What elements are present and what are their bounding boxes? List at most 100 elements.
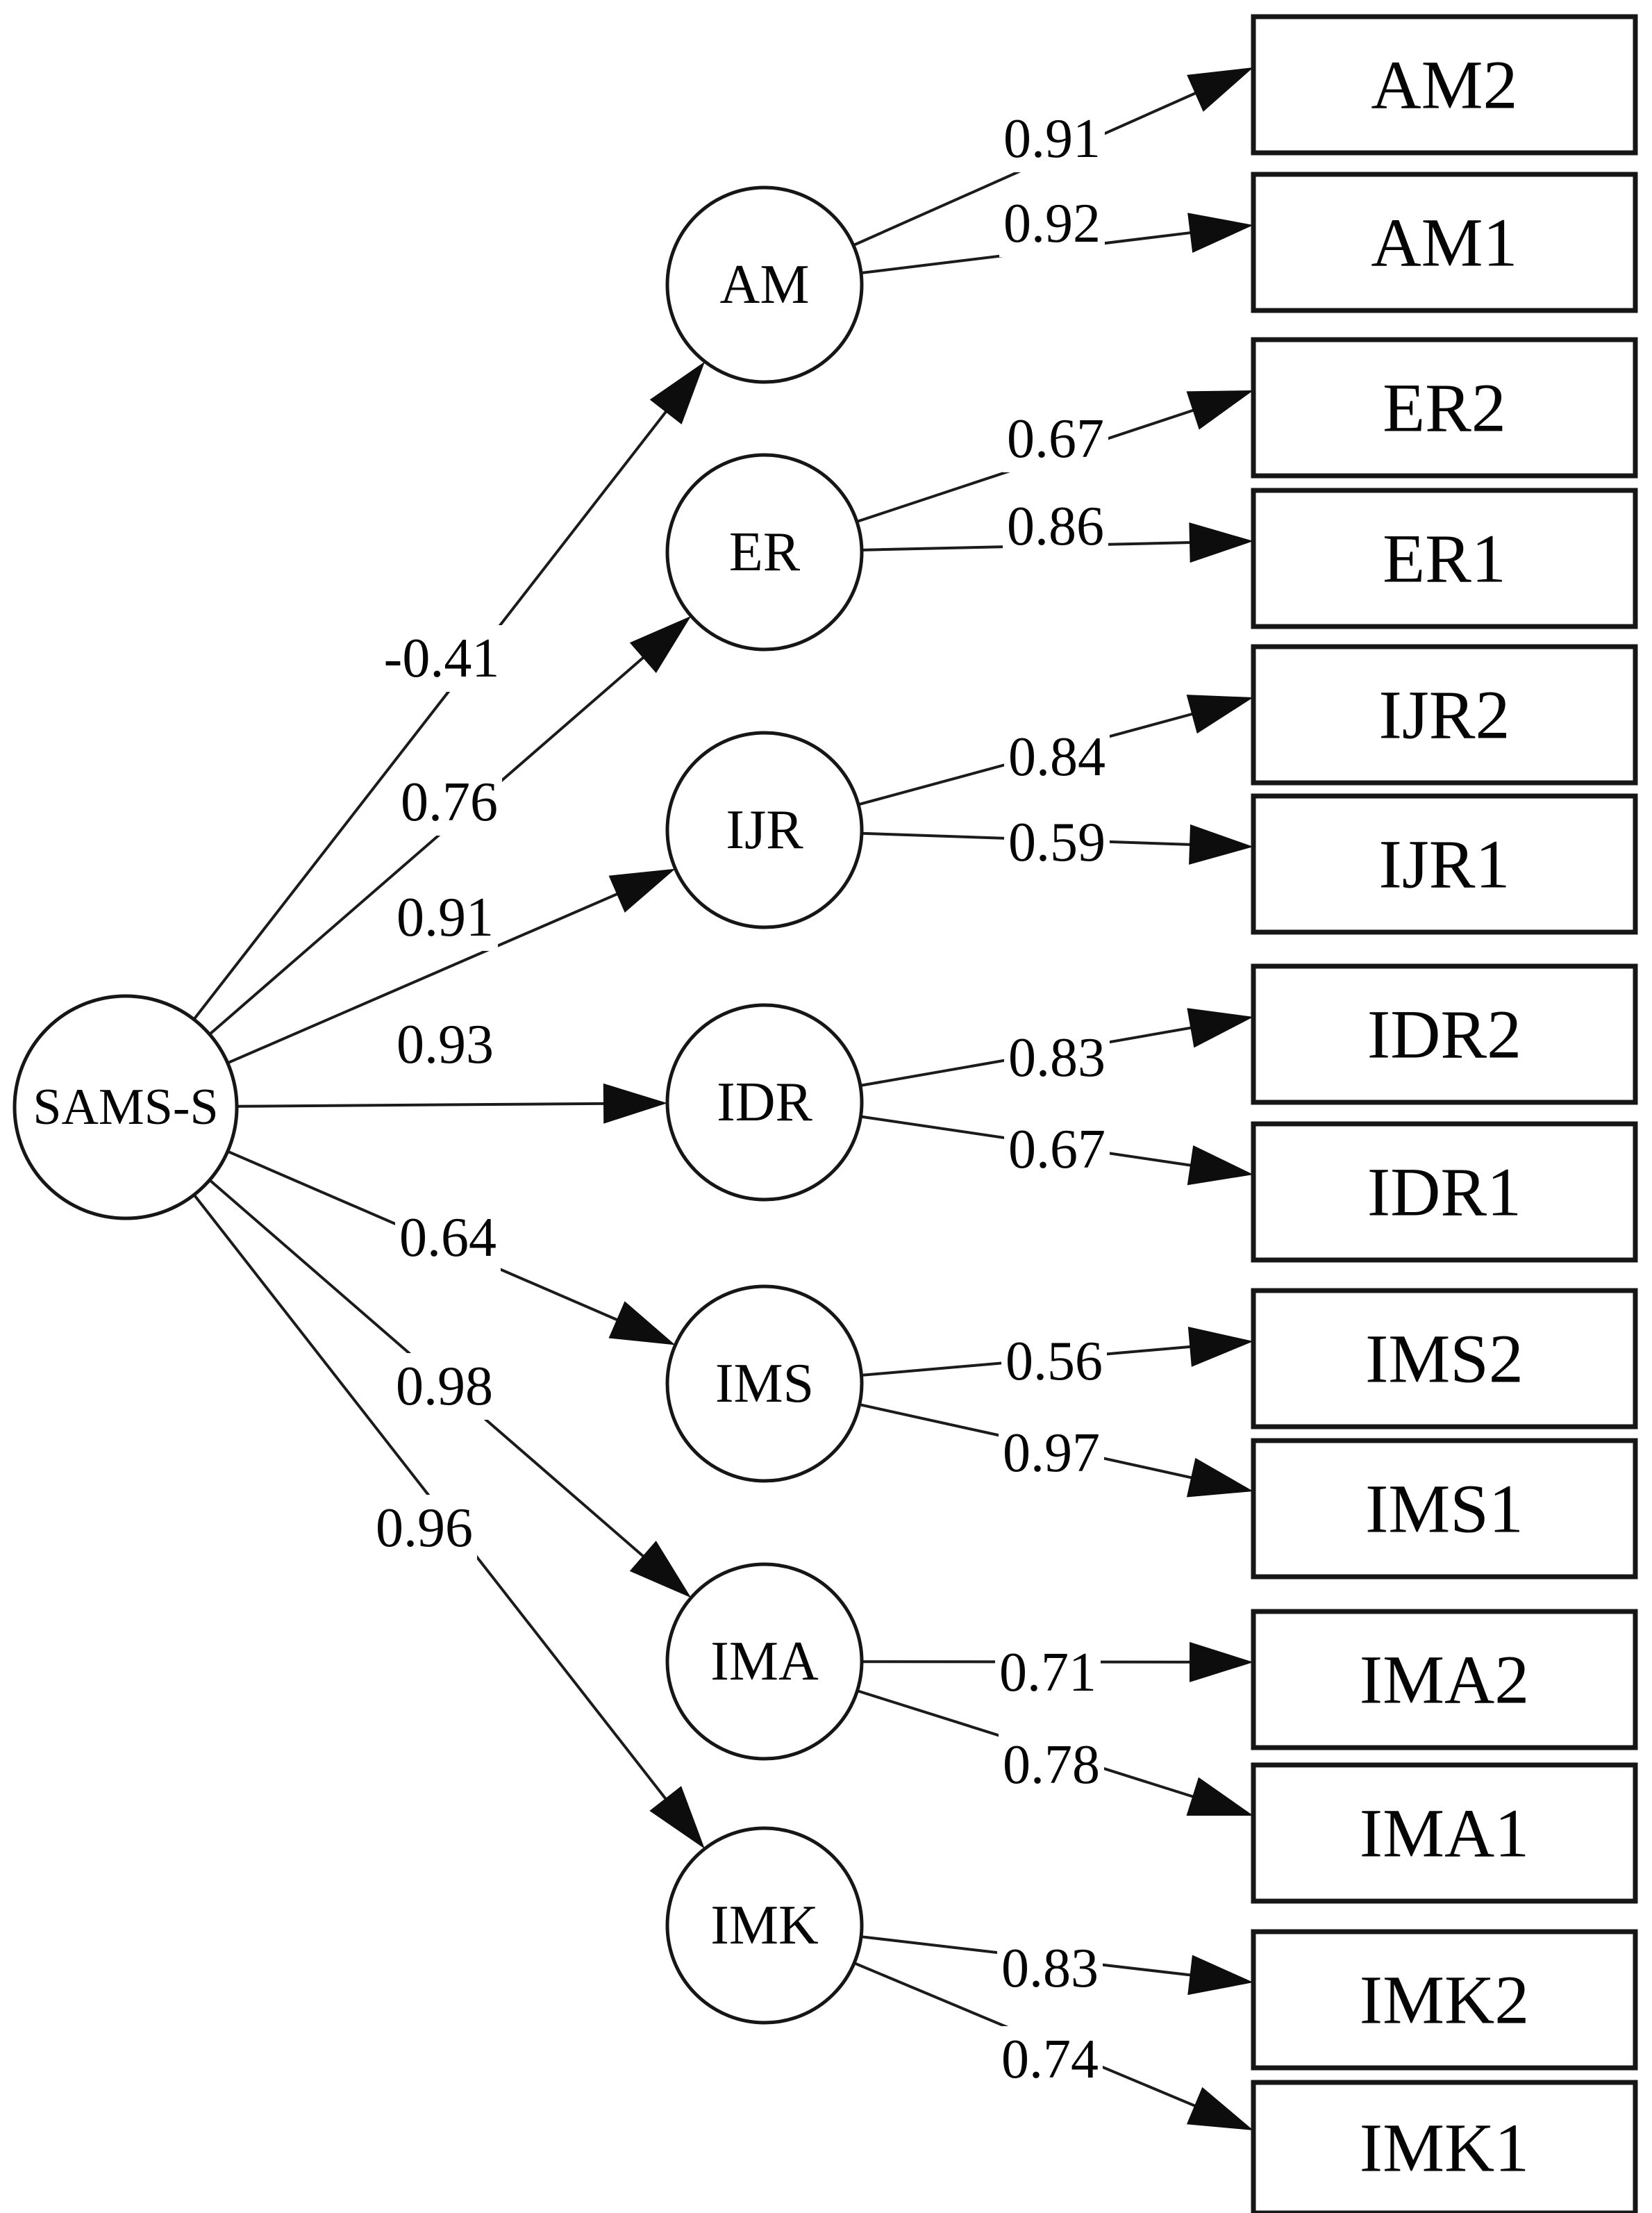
label-backdrop	[1004, 1116, 1110, 1183]
nodes-layer: SAMS-SAMAM2AM1ERER2ER1IJRIJR2IJR1IDRIDR2…	[12, 14, 1638, 2213]
latent-source-label: SAMS-S	[33, 1079, 218, 1136]
label-backdrop	[1001, 1328, 1107, 1395]
indicator-label-er1: ER1	[1383, 520, 1506, 597]
indicator-loading-label-ims1: 0.97	[1003, 1423, 1100, 1484]
indicator-label-idr2: IDR2	[1367, 996, 1521, 1073]
indicator-label-imk2: IMK2	[1360, 1962, 1529, 2039]
indicator-box-imk2	[1251, 1929, 1638, 2071]
indicator-loading-label-am1: 0.92	[1003, 193, 1101, 254]
indicator-box-ima2	[1251, 1609, 1638, 1750]
label-backdrop	[379, 625, 504, 692]
indicator-label-imk1: IMK1	[1360, 2110, 1529, 2187]
path-ims-to-ims2-arrowhead	[1187, 1327, 1253, 1367]
indicator-label-am2: AM2	[1371, 47, 1517, 124]
label-backdrop	[1004, 1025, 1110, 1091]
path-idr-to-idr1-arrowhead	[1187, 1145, 1253, 1186]
indicator-label-er2: ER2	[1383, 370, 1506, 447]
indicator-box-ims1	[1251, 1438, 1638, 1580]
path-ims-to-ims1-arrowhead	[1186, 1457, 1253, 1498]
label-backdrop	[997, 1935, 1103, 2002]
indicator-loading-label-er2: 0.67	[1007, 408, 1104, 470]
indicator-label-ijr2: IJR2	[1379, 677, 1510, 754]
loading-label-sams-s-ims: 0.64	[399, 1207, 497, 1268]
path-ijr-to-ijr2-arrowhead	[1186, 695, 1253, 734]
label-backdrop	[999, 1420, 1104, 1486]
indicator-loading-label-imk2: 0.83	[1001, 1938, 1099, 1999]
label-backdrop	[997, 2026, 1103, 2093]
label-backdrop	[397, 769, 502, 836]
label-backdrop	[1003, 493, 1108, 560]
indicator-loading-label-imk1: 0.74	[1001, 2029, 1099, 2090]
loading-label-sams-s-idr: 0.93	[397, 1014, 494, 1075]
indicator-label-ima2: IMA2	[1360, 1641, 1529, 1718]
indicator-box-ims2	[1251, 1288, 1638, 1429]
factor-label-ijr: IJR	[726, 799, 803, 861]
loading-label-sams-s-am: -0.41	[384, 628, 500, 689]
path-sams-s-to-er-arrowhead	[629, 615, 692, 674]
label-backdrop	[995, 1639, 1101, 1706]
indicator-box-er1	[1251, 488, 1638, 629]
factor-label-ims: IMS	[715, 1353, 814, 1414]
loading-label-sams-s-imk: 0.96	[376, 1498, 473, 1559]
indicator-label-ijr1: IJR1	[1379, 826, 1510, 903]
factor-label-imk: IMK	[710, 1895, 819, 1956]
factor-node-ijr	[665, 731, 864, 929]
label-backdrop	[999, 106, 1105, 172]
path-sams-s-to-am-arrowhead	[649, 361, 706, 424]
label-backdrop	[1004, 809, 1110, 876]
path-sams-s-to-ima-arrowhead	[629, 1541, 692, 1598]
factor-node-ima	[665, 1562, 864, 1761]
indicator-loading-label-ijr2: 0.84	[1008, 727, 1105, 788]
path-ima-to-ima2-arrowhead	[1189, 1641, 1253, 1682]
path-imk-to-imk1-arrowhead	[1186, 2087, 1253, 2130]
label-backdrop	[1004, 724, 1110, 790]
factor-label-ima: IMA	[710, 1631, 819, 1692]
indicator-box-imk1	[1251, 2080, 1638, 2213]
label-backdrop	[999, 190, 1105, 257]
factor-node-ims	[665, 1284, 864, 1483]
indicator-box-ijr1	[1251, 793, 1638, 935]
path-ima-to-ima1-arrowhead	[1186, 1777, 1253, 1816]
indicator-loading-label-am2: 0.91	[1003, 108, 1101, 169]
label-backdrop	[392, 1353, 497, 1420]
indicator-box-am1	[1251, 172, 1638, 313]
indicator-loading-label-ima1: 0.78	[1003, 1734, 1100, 1796]
label-backdrop	[1003, 406, 1108, 472]
indicator-box-er2	[1251, 337, 1638, 479]
indicator-loading-label-er1: 0.86	[1007, 496, 1104, 557]
factor-node-imk	[665, 1826, 864, 2025]
indicator-label-ims2: IMS2	[1365, 1320, 1524, 1398]
factor-node-er	[665, 453, 864, 652]
indicator-loading-label-idr2: 0.83	[1008, 1027, 1105, 1088]
path-sams-s-to-er	[208, 653, 649, 1036]
indicator-box-am2	[1251, 14, 1638, 156]
path-idr-to-idr2-arrowhead	[1187, 1008, 1253, 1048]
loading-label-sams-s-ima: 0.98	[396, 1356, 493, 1417]
factor-node-am	[665, 185, 864, 384]
path-er-to-er1-arrowhead	[1189, 522, 1253, 563]
path-sams-s-to-imk-arrowhead	[649, 1786, 705, 1849]
path-er-to-er2-arrowhead	[1186, 390, 1253, 430]
indicator-loading-label-ima2: 0.71	[999, 1642, 1096, 1703]
indicator-label-am1: AM1	[1371, 204, 1517, 281]
path-sams-s-to-idr	[236, 1102, 610, 1108]
latent-source-node	[12, 994, 239, 1220]
path-sams-s-to-ijr-arrowhead	[608, 868, 676, 913]
indicator-label-ima1: IMA1	[1360, 1795, 1529, 1872]
path-sams-s-to-ijr	[226, 890, 623, 1065]
indicator-box-idr1	[1251, 1121, 1638, 1263]
path-imk-to-imk2-arrowhead	[1187, 1955, 1253, 1996]
label-backdrop	[999, 1732, 1104, 1798]
path-sams-s-to-ims-arrowhead	[608, 1301, 676, 1345]
path-sams-s-to-idr-arrowhead	[603, 1083, 668, 1124]
indicator-loading-label-ims2: 0.56	[1006, 1331, 1103, 1392]
factor-label-am: AM	[720, 254, 810, 315]
label-backdrop	[392, 884, 498, 951]
factor-node-idr	[665, 1003, 864, 1202]
indicator-label-ims1: IMS1	[1365, 1470, 1524, 1548]
edge-labels-layer: -0.410.910.920.760.670.860.910.840.590.9…	[372, 106, 1110, 2093]
arrowheads-layer	[603, 67, 1253, 2130]
label-backdrop	[395, 1204, 501, 1271]
